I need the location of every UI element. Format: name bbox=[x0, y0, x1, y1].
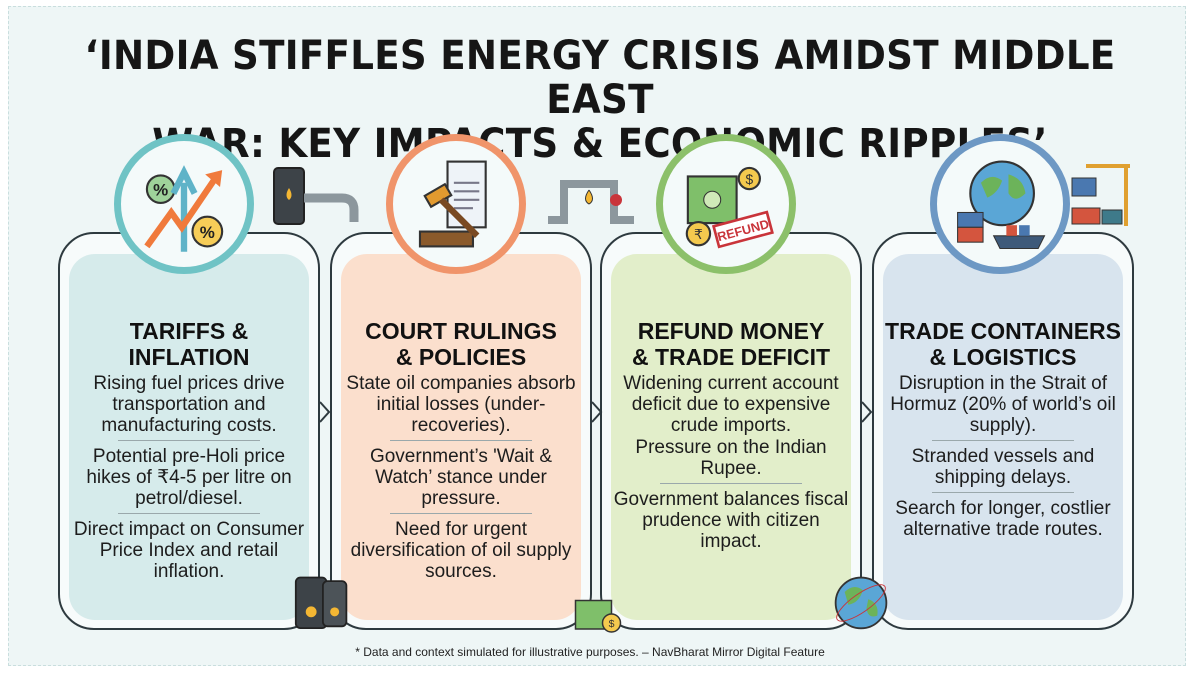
card-points: Widening current account deficit due to … bbox=[613, 372, 849, 556]
oil-barrel-pipe-icon bbox=[273, 167, 359, 225]
svg-text:%: % bbox=[153, 181, 168, 200]
point: Potential pre-Holi price hikes of ₹4-5 p… bbox=[86, 446, 292, 509]
title-line-2: WAR: KEY IMPACTS & ECONOMIC RIPPLES’ bbox=[152, 121, 1048, 167]
point: Government balances fiscal prudence with… bbox=[613, 489, 849, 552]
point: Need for urgent diversification of oil s… bbox=[350, 519, 572, 582]
inflation-chart-icon: % % bbox=[114, 134, 254, 274]
card-panel: COURT RULINGS& POLICIES State oil compan… bbox=[341, 254, 581, 620]
gavel-document-icon bbox=[386, 134, 526, 274]
point: State oil companies absorb initial losse… bbox=[346, 373, 576, 436]
point: Pressure on the Indian Rupee. bbox=[635, 437, 827, 479]
card-points: Rising fuel prices drive transportation … bbox=[71, 372, 307, 586]
point: Widening current account deficit due to … bbox=[623, 373, 839, 436]
svg-text:₹: ₹ bbox=[694, 227, 703, 242]
point: Stranded vessels and shipping delays. bbox=[911, 446, 1095, 488]
cash-stack-icon: $ bbox=[574, 599, 622, 633]
point: Disruption in the Strait of Hormuz (20% … bbox=[890, 373, 1116, 436]
port-crane-icon bbox=[1071, 164, 1130, 226]
pipeline-valve-icon bbox=[548, 180, 634, 224]
svg-text:$: $ bbox=[745, 172, 753, 187]
page-title: ‘INDIA STIFFLES ENERGY CRISIS AMIDST MID… bbox=[42, 34, 1158, 166]
globe-shipping-icon bbox=[930, 134, 1070, 274]
point: Rising fuel prices drive transportation … bbox=[93, 373, 285, 436]
oil-barrels-icon bbox=[294, 576, 348, 630]
point: Search for longer, costlier alternative … bbox=[895, 498, 1111, 540]
card-title: REFUND MONEY& TRADE DEFICIT bbox=[631, 318, 831, 370]
card-points: Disruption in the Strait of Hormuz (20% … bbox=[885, 372, 1121, 544]
card-panel: TARIFFS &INFLATION Rising fuel prices dr… bbox=[69, 254, 309, 620]
money-refund-icon: $ ₹ REFUND bbox=[656, 134, 796, 274]
card-title: TARIFFS &INFLATION bbox=[128, 318, 250, 370]
chevron-right-icon bbox=[319, 401, 331, 423]
svg-text:%: % bbox=[200, 223, 215, 242]
card-court-rulings: COURT RULINGS& POLICIES State oil compan… bbox=[330, 232, 592, 630]
title-line-1: ‘INDIA STIFFLES ENERGY CRISIS AMIDST MID… bbox=[84, 33, 1116, 123]
card-title: COURT RULINGS& POLICIES bbox=[365, 318, 557, 370]
card-trade-logistics: TRADE CONTAINERS& LOGISTICS Disruption i… bbox=[872, 232, 1134, 630]
card-panel: REFUND MONEY& TRADE DEFICIT Widening cur… bbox=[611, 254, 851, 620]
point: Government’s 'Wait & Watch’ stance under… bbox=[369, 446, 553, 509]
card-tariffs-inflation: TARIFFS &INFLATION Rising fuel prices dr… bbox=[58, 232, 320, 630]
card-panel: TRADE CONTAINERS& LOGISTICS Disruption i… bbox=[883, 254, 1123, 620]
svg-text:$: $ bbox=[609, 618, 615, 630]
globe-icon bbox=[834, 576, 888, 630]
footnote: * Data and context simulated for illustr… bbox=[355, 645, 825, 659]
point: Direct impact on Consumer Price Index an… bbox=[73, 519, 305, 582]
chevron-right-icon bbox=[861, 401, 873, 423]
chevron-right-icon bbox=[591, 401, 603, 423]
card-points: State oil companies absorb initial losse… bbox=[343, 372, 579, 586]
card-title: TRADE CONTAINERS& LOGISTICS bbox=[885, 318, 1121, 370]
card-refund-money: REFUND MONEY& TRADE DEFICIT Widening cur… bbox=[600, 232, 862, 630]
